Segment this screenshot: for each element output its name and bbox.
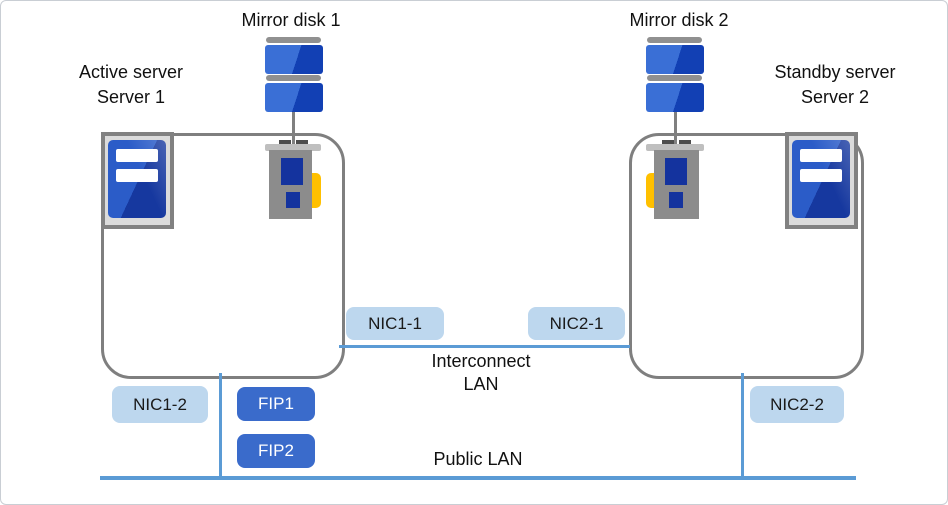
disk-platter (265, 83, 323, 112)
interconnect-lan-title: Interconnect LAN (390, 350, 572, 396)
tower-drive-bay (800, 169, 842, 182)
active-server-line1: Active server (78, 62, 184, 82)
card-edge-connector (311, 173, 321, 208)
disk-platter (265, 45, 323, 74)
nic2-2-label: NIC2-2 (770, 394, 824, 414)
active-server-line2: Server 1 (96, 87, 166, 107)
server1-public-lan-link-line (219, 373, 222, 478)
disk1-connector-line (292, 112, 295, 145)
tower-drive-bay (116, 169, 158, 182)
disk-platter (646, 45, 704, 74)
nic1-2-badge: NIC1-2 (112, 386, 208, 423)
server1-tower-icon (101, 132, 174, 229)
card-chip (669, 192, 683, 208)
mirror-disk-2-text: Mirror disk 2 (629, 10, 729, 30)
card-chip (286, 192, 300, 208)
fip1-label: FIP1 (258, 394, 294, 413)
server2-tower-icon (785, 132, 858, 229)
disk-platter (646, 83, 704, 112)
disk-cap (647, 37, 702, 43)
server1-disk-interface-card-icon (265, 140, 321, 219)
public-lan-text: Public LAN (433, 449, 523, 469)
card-chip (281, 158, 303, 185)
mirror-disk-1-icon (265, 37, 323, 145)
mirror-disk-1-title: Mirror disk 1 (201, 8, 381, 33)
public-lan-title: Public LAN (388, 447, 568, 472)
disk-cap (647, 75, 702, 81)
standby-server-line1: Standby server (774, 62, 896, 82)
tower-body (108, 140, 166, 218)
card-connector-tab (279, 140, 291, 145)
disk-cap (266, 75, 321, 81)
nic1-1-badge: NIC1-1 (346, 307, 444, 340)
card-chip (665, 158, 687, 185)
tower-drive-bay (800, 149, 842, 162)
card-connector-tab (296, 140, 308, 145)
server2-public-lan-link-line (741, 373, 744, 478)
interconnect-lan-line2: LAN (463, 374, 499, 394)
nic2-2-badge: NIC2-2 (750, 386, 844, 423)
card-connector-tab (679, 140, 691, 145)
tower-drive-bay (116, 149, 158, 162)
card-bracket (265, 144, 321, 151)
disk-cap (266, 37, 321, 43)
fip2-badge: FIP2 (237, 434, 315, 468)
standby-server-title: Standby server Server 2 (745, 60, 925, 110)
public-lan-line (100, 476, 856, 480)
fip1-badge: FIP1 (237, 387, 315, 421)
mirror-disk-2-icon (646, 37, 704, 145)
card-connector-tab (662, 140, 674, 145)
tower-body (792, 140, 850, 218)
card-edge-connector (646, 173, 656, 208)
interconnect-lan-line (339, 345, 630, 348)
active-server-title: Active server Server 1 (41, 60, 221, 110)
fip2-label: FIP2 (258, 441, 294, 460)
standby-server-line2: Server 2 (800, 87, 870, 107)
nic1-2-label: NIC1-2 (133, 394, 187, 414)
server2-disk-interface-card-icon (646, 140, 704, 219)
nic2-1-badge: NIC2-1 (528, 307, 625, 340)
interconnect-lan-line1: Interconnect (431, 351, 531, 371)
nic2-1-label: NIC2-1 (549, 313, 604, 333)
nic1-1-label: NIC1-1 (368, 313, 422, 333)
disk2-connector-line (674, 112, 677, 145)
mirror-disk-1-text: Mirror disk 1 (241, 10, 341, 30)
mirror-disk-2-title: Mirror disk 2 (589, 8, 769, 33)
card-bracket (646, 144, 704, 151)
